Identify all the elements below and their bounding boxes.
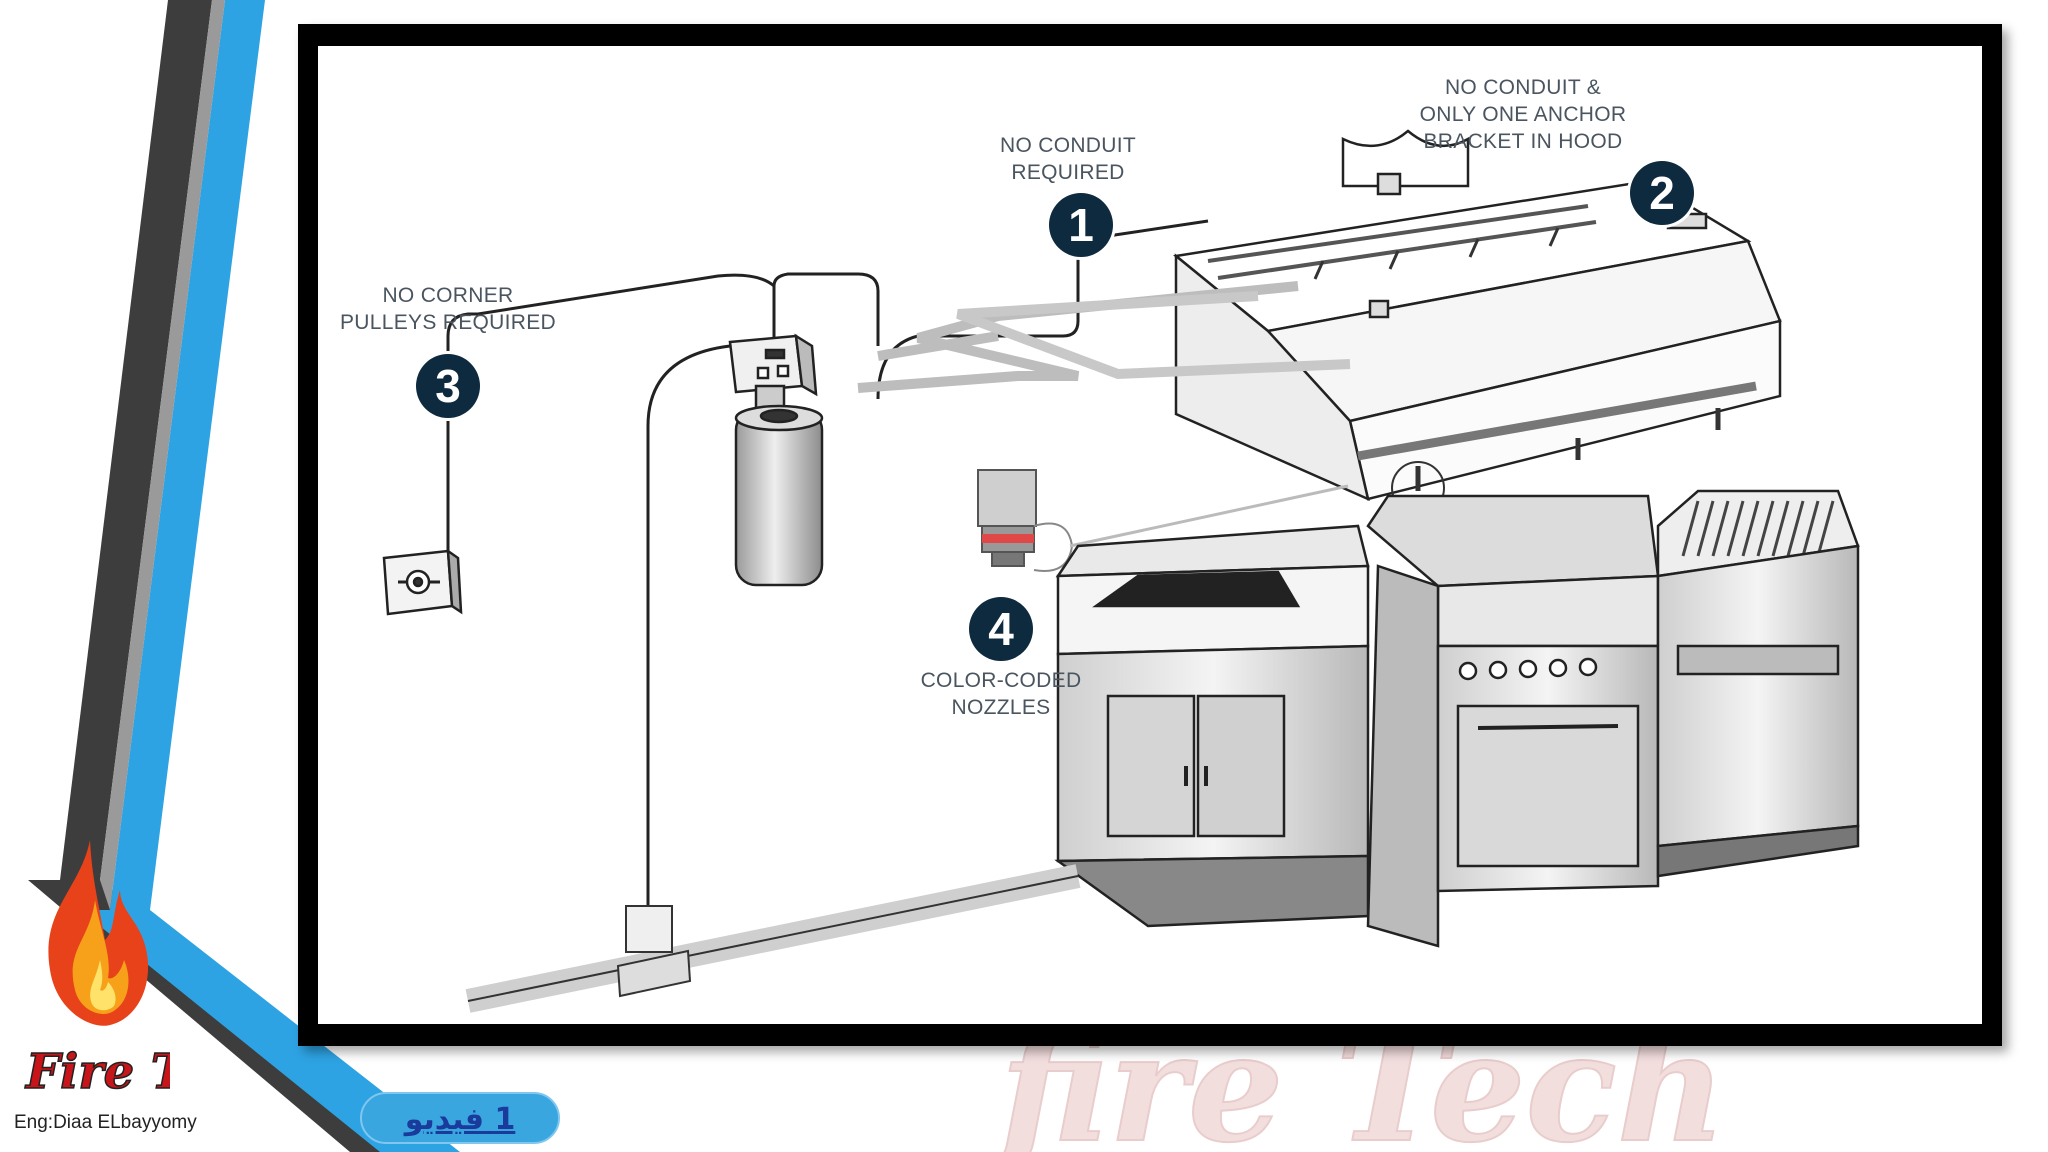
nozzle-detail [977, 469, 1349, 572]
gas-line [465, 864, 1081, 1013]
agent-cylinder [734, 404, 824, 587]
callout-1-badge: 1 [1049, 193, 1113, 257]
cable-detector [446, 312, 478, 556]
callout-3-text: NO CORNER PULLEYS REQUIRED [339, 284, 557, 334]
grill-grate [1681, 500, 1835, 557]
flame-icon [48, 840, 149, 1026]
diagram-frame: NO CONDUIT REQUIRED 1 NO CONDUIT & ONLY … [298, 24, 2002, 1046]
diagram-canvas: NO CONDUIT REQUIRED 1 NO CONDUIT & ONLY … [318, 46, 1982, 1024]
callout-3-badge: 3 [416, 354, 480, 418]
grey-stripe [100, 0, 225, 910]
cooking-appliances [1054, 489, 1860, 948]
callout-2-text: NO CONDUIT & ONLY ONE ANCHOR BRACKET IN … [1419, 76, 1627, 153]
callout-1-text: NO CONDUIT REQUIRED [1000, 134, 1136, 184]
knobs [1458, 657, 1598, 681]
callout-4-badge: 4 [969, 597, 1033, 661]
cable-3 [772, 272, 880, 399]
dark-stripe [60, 0, 212, 880]
callout-2-badge: 2 [1630, 161, 1694, 225]
cable-to-3 [477, 273, 775, 316]
callout-4-text: COLOR-CODED NOZZLES [920, 669, 1082, 719]
cable-gas-valve [646, 344, 731, 916]
blue-stripe [110, 0, 265, 910]
fire-tech-logo: Fire Tech [23, 840, 170, 1101]
hood-duct [1341, 129, 1470, 188]
author-credit: Eng:Diaa ELbayyomy [14, 1112, 197, 1133]
distribution-pipe [857, 281, 1351, 393]
manual-pull-station [382, 548, 463, 616]
video-1-link[interactable]: 1 فيديو [360, 1092, 560, 1144]
blue-stripe-lower [80, 910, 460, 1152]
kitchen-fire-suppression-diagram [382, 129, 1860, 1013]
hood-pipe-lower [1357, 381, 1757, 461]
hood-pipe [1207, 204, 1597, 280]
control-head [728, 333, 818, 412]
exhaust-hood [1173, 129, 1782, 515]
logo-text: Fire Tech [24, 1044, 170, 1100]
